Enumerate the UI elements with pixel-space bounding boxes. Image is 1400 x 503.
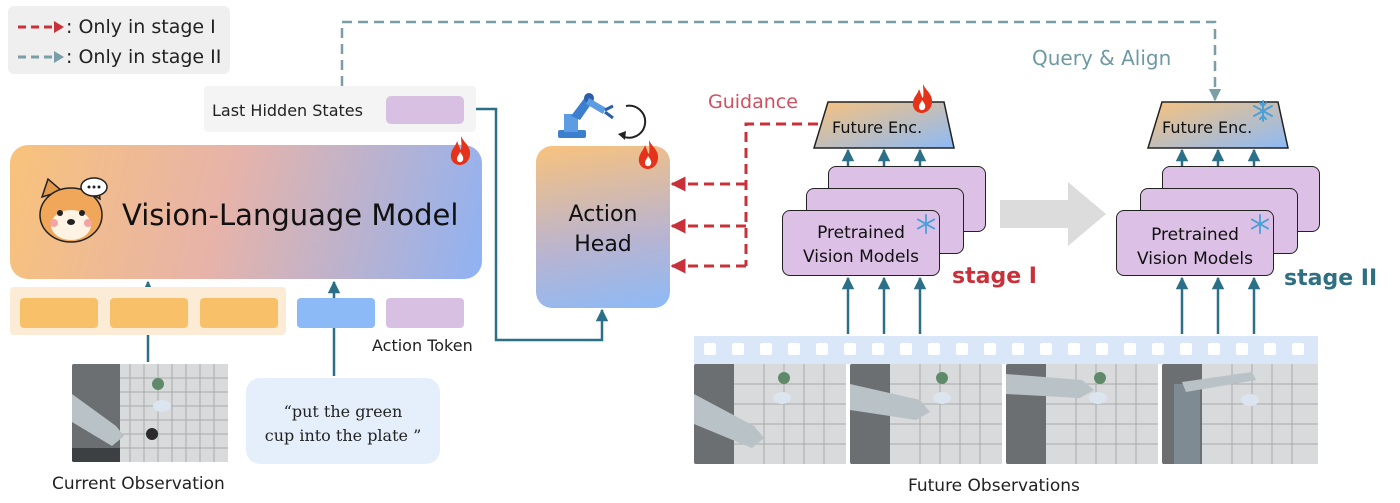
last-hidden-states-box: Last Hidden States: [204, 86, 476, 132]
stage2-snowflake-icon: [1250, 214, 1270, 234]
film-hole: [732, 343, 744, 355]
stage2-label: stage II: [1284, 266, 1378, 291]
future-frame-3: [1006, 364, 1158, 464]
current-observation-caption: Current Observation: [52, 474, 225, 494]
future-frame-1: [694, 364, 846, 464]
film-hole: [1068, 343, 1080, 355]
future-frame-2: [850, 364, 1002, 464]
legend-stage2-text: : Only in stage II: [66, 46, 222, 68]
observation-token-1: [20, 298, 98, 328]
film-hole: [760, 343, 772, 355]
last-hidden-states-label: Last Hidden States: [212, 101, 363, 120]
film-hole: [984, 343, 996, 355]
query-align-arrow: [340, 20, 1222, 102]
action-head-fire-icon: [638, 140, 659, 169]
film-hole: [1180, 343, 1192, 355]
action-token: [386, 298, 464, 328]
film-hole: [1124, 343, 1136, 355]
instruction-token: [297, 298, 375, 328]
film-hole: [1292, 343, 1304, 355]
film-hole: [1096, 343, 1108, 355]
hidden-state-token: [386, 96, 464, 124]
instruction-line-2: cup into the plate ”: [264, 426, 422, 445]
vlm-title: Vision-Language Model: [122, 198, 459, 232]
stage2-vision-model-front: Pretrained Vision Models: [1116, 210, 1274, 276]
film-hole: [1152, 343, 1164, 355]
film-hole: [704, 343, 716, 355]
action-head-line-2: Head: [574, 232, 632, 257]
future-observations-caption: Future Observations: [908, 476, 1080, 496]
film-hole: [872, 343, 884, 355]
film-hole: [788, 343, 800, 355]
current-observation-image: [72, 364, 228, 462]
query-align-label: Query & Align: [1032, 46, 1172, 70]
observation-token-2: [110, 298, 188, 328]
stage1-vision-model-front: Pretrained Vision Models: [782, 210, 940, 276]
stage1-snowflake-icon: [916, 214, 936, 234]
vision-language-model-block: Vision-Language Model: [10, 145, 482, 279]
stage1-label: stage I: [952, 264, 1037, 289]
vlm-fire-icon: [450, 136, 471, 165]
hidden-states-to-head-arrow: [476, 107, 609, 342]
film-hole: [900, 343, 912, 355]
shiba-dog-icon: [39, 177, 108, 243]
action-head-line-1: Action: [568, 202, 638, 227]
legend: : Only in stage I : Only in stage II: [8, 6, 230, 74]
stage2-vision-model-line-1: Pretrained: [1151, 225, 1239, 245]
stage2-future-encoder-shape: [1146, 101, 1289, 149]
action-head-block: Action Head: [536, 146, 670, 308]
action-token-label: Action Token: [372, 336, 473, 355]
observation-token-3: [200, 298, 278, 328]
snowflake-icon: [1253, 100, 1273, 122]
film-hole: [1208, 343, 1220, 355]
legend-arrows-overlay: [18, 21, 64, 63]
film-hole: [1012, 343, 1024, 355]
stage-transition-arrow: [1000, 182, 1106, 246]
film-hole: [844, 343, 856, 355]
guidance-label: Guidance: [708, 91, 798, 113]
stage1-future-encoder-shape: [812, 101, 955, 149]
stage1-vision-model-line-2: Vision Models: [802, 247, 920, 267]
legend-stage1-text: : Only in stage I: [66, 16, 216, 38]
future-frame-4: [1162, 364, 1318, 464]
stage2-encoder-label: Future Enc.: [1162, 118, 1253, 137]
guidance-line: [744, 122, 818, 266]
stage1-vision-model-line-1: Pretrained: [817, 223, 905, 243]
future-frames-film-strip: [694, 336, 1318, 364]
film-hole: [1040, 343, 1052, 355]
film-hole: [1236, 343, 1248, 355]
film-hole: [928, 343, 940, 355]
robot-arm-icon: [558, 93, 647, 140]
fire-icon: [912, 84, 933, 113]
film-hole: [956, 343, 968, 355]
film-hole: [816, 343, 828, 355]
stage1-encoder-label: Future Enc.: [832, 118, 923, 137]
film-hole: [1264, 343, 1276, 355]
instruction-line-1: “put the green: [283, 402, 403, 421]
instruction-text-box: “put the green cup into the plate ”: [246, 378, 440, 464]
stage2-vision-model-line-2: Vision Models: [1136, 249, 1254, 269]
